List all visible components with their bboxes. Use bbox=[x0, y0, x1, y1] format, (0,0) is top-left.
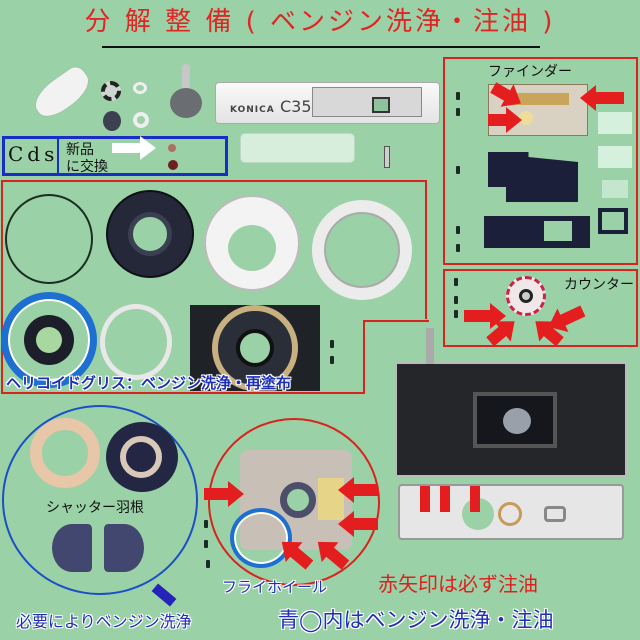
rewind-shaft-part bbox=[426, 328, 434, 364]
bottom-plate-part bbox=[398, 484, 624, 540]
finder-panel bbox=[443, 57, 638, 265]
cds-cell-old bbox=[168, 160, 178, 170]
title-underline bbox=[102, 46, 540, 48]
red-arrow-note: 赤矢印は必ず注油 bbox=[378, 572, 538, 596]
brass-ring-part bbox=[30, 418, 100, 488]
red-arrow-icon bbox=[488, 107, 522, 133]
screw-part bbox=[204, 520, 208, 528]
flywheel-label: フライホイール bbox=[222, 578, 328, 596]
shutter-blade-label: シャッター羽根 bbox=[46, 500, 144, 516]
cds-panel-divider bbox=[57, 138, 59, 174]
camera-body-part bbox=[395, 362, 627, 477]
cds-note-line2: に交換 bbox=[66, 159, 108, 175]
red-arrow-up-icon bbox=[440, 486, 450, 512]
glass-strip-part bbox=[240, 133, 355, 163]
screw-part bbox=[456, 108, 460, 116]
finder-glass-part bbox=[602, 180, 628, 198]
screw-part bbox=[456, 244, 460, 252]
finder-glass-frame-part bbox=[598, 208, 628, 234]
finder-frame-part bbox=[484, 216, 590, 248]
camera-model-text: C35 bbox=[280, 97, 312, 116]
blue-arrow-icon bbox=[151, 583, 177, 607]
screw-part bbox=[454, 296, 458, 304]
button-part bbox=[103, 111, 121, 131]
lens-parts-frame bbox=[1, 180, 427, 394]
o-ring-part bbox=[5, 194, 93, 284]
screw-part bbox=[204, 540, 208, 548]
counter-dial-part bbox=[506, 276, 546, 316]
red-arrow-icon bbox=[338, 511, 378, 537]
shutter-assembly-part bbox=[190, 305, 320, 391]
shutter-blade-blue-circle bbox=[2, 405, 198, 595]
screw-part bbox=[456, 166, 460, 174]
finder-label: ファインダー bbox=[488, 64, 572, 80]
shutter-mechanism-red-circle bbox=[208, 418, 380, 586]
advance-lever-part bbox=[28, 63, 96, 123]
screw-part bbox=[456, 226, 460, 234]
screw-part bbox=[454, 278, 458, 286]
screw-part bbox=[330, 340, 334, 348]
cds-label: Cds bbox=[8, 142, 59, 166]
red-arrow-icon bbox=[580, 85, 624, 111]
helicoid-blue-circle bbox=[1, 292, 97, 388]
cds-note-line1: 新品 bbox=[66, 142, 94, 158]
pin-part bbox=[384, 146, 390, 168]
screw-part bbox=[330, 356, 334, 364]
white-arrow-head-icon bbox=[140, 136, 156, 160]
helicoid-caption: ヘリコイドグリス：ベンジン洗浄・再塗布 bbox=[6, 374, 292, 392]
counter-panel bbox=[443, 269, 638, 347]
finder-glass-part bbox=[598, 112, 632, 134]
lens-frame-step bbox=[363, 320, 429, 322]
page-title: 分 解 整 備 ( ベンジン洗浄・注油 ) bbox=[84, 7, 556, 37]
shutter-blade-right bbox=[104, 524, 144, 572]
lens-name-ring-part bbox=[106, 190, 194, 278]
red-arrow-icon bbox=[464, 303, 506, 329]
red-arrow-up-icon bbox=[420, 486, 430, 512]
red-arrow-icon bbox=[204, 481, 244, 507]
retaining-ring-part bbox=[312, 200, 412, 300]
finder-eyepiece bbox=[372, 97, 390, 113]
lens-frame-step-vertical bbox=[363, 320, 365, 394]
finder-glass-part bbox=[598, 146, 632, 168]
shutter-mechanism-part bbox=[240, 450, 352, 550]
shutter-blade-left bbox=[52, 524, 92, 572]
open-ring-part bbox=[100, 304, 172, 380]
benzine-note: 必要によりベンジン洗浄 bbox=[16, 612, 192, 631]
blue-circle-note: 青◯内はベンジン洗浄・注油 bbox=[278, 608, 554, 632]
screw-part bbox=[454, 310, 458, 318]
white-arrow-icon bbox=[112, 143, 140, 153]
nut-part bbox=[133, 112, 149, 128]
shutter-plate-part bbox=[204, 195, 300, 291]
red-arrow-up-icon bbox=[470, 486, 480, 512]
shutter-base-plate-part bbox=[106, 422, 178, 492]
washer-part bbox=[133, 82, 147, 94]
ratchet-ring-part bbox=[101, 81, 121, 101]
camera-brand-text: KONICA bbox=[230, 105, 275, 115]
cds-cell-new bbox=[168, 144, 176, 152]
screw-part bbox=[206, 560, 210, 568]
rewind-fork-part bbox=[170, 64, 202, 118]
screw-part bbox=[456, 92, 460, 100]
finder-window bbox=[312, 87, 422, 117]
counter-label: カウンター bbox=[564, 277, 634, 293]
camera-top-cover: KONICA C35 bbox=[215, 82, 440, 124]
red-arrow-icon bbox=[338, 477, 378, 503]
cds-panel bbox=[2, 136, 228, 176]
